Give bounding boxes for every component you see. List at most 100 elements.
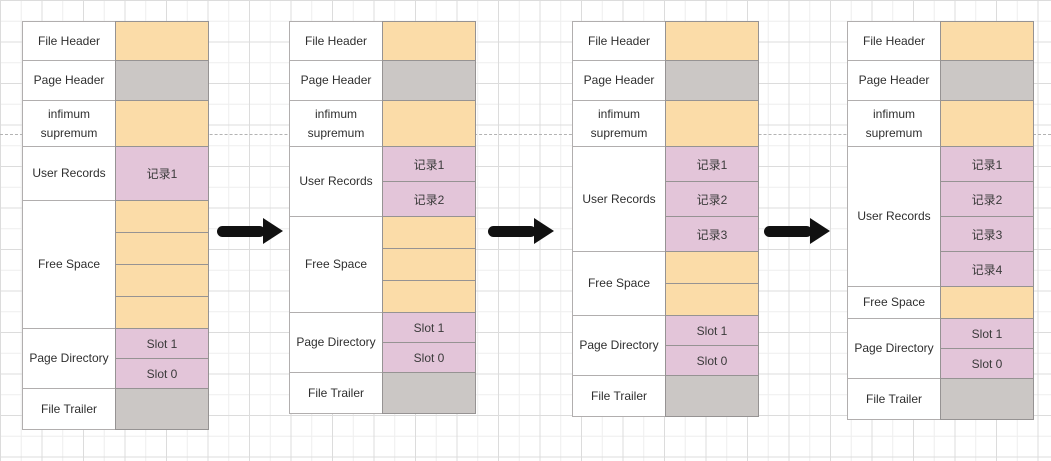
user-records-label: User Records (289, 146, 383, 217)
file-header-label: File Header (847, 21, 941, 61)
infimum-supremum-cells (115, 100, 209, 147)
page-break-dashed-line (0, 134, 1051, 135)
page-directory-cell: Slot 1 (382, 312, 476, 343)
section-file-trailer: File Trailer (22, 388, 209, 430)
infimum-supremum-cells (382, 100, 476, 147)
file-header-label: File Header (289, 21, 383, 61)
section-file-header: File Header (847, 21, 1034, 61)
section-free-space: Free Space (22, 200, 209, 329)
user-records-cell: 记录2 (665, 181, 759, 217)
section-infimum-supremum: infimum supremum (572, 100, 759, 147)
section-free-space: Free Space (289, 216, 476, 313)
page-header-cells (940, 60, 1034, 101)
free-space-cells (382, 216, 476, 313)
file-trailer-cell (115, 388, 209, 430)
infimum-supremum-label: infimum supremum (22, 100, 116, 147)
user-records-cell: 记录1 (665, 146, 759, 182)
free-space-cell (665, 251, 759, 284)
file-header-label: File Header (572, 21, 666, 61)
user-records-cell: 记录1 (382, 146, 476, 182)
user-records-label: User Records (847, 146, 941, 287)
free-space-cells (665, 251, 759, 316)
file-header-cells (940, 21, 1034, 61)
file-trailer-cells (665, 375, 759, 417)
page-header-cells (665, 60, 759, 101)
section-page-header: Page Header (22, 60, 209, 101)
free-space-label: Free Space (847, 286, 941, 319)
arrow-2-right-icon (488, 218, 554, 244)
page-header-cells (382, 60, 476, 101)
section-infimum-supremum: infimum supremum (847, 100, 1034, 147)
user-records-cell: 记录1 (940, 146, 1034, 182)
user-records-label: User Records (572, 146, 666, 252)
page-header-label: Page Header (572, 60, 666, 101)
page-directory-cell: Slot 0 (665, 345, 759, 376)
file-trailer-cells (382, 372, 476, 414)
page-directory-cell: Slot 1 (940, 318, 1034, 349)
file-header-cells (115, 21, 209, 61)
page-header-cell (665, 60, 759, 101)
arrow-shaft (764, 226, 812, 237)
free-space-label: Free Space (572, 251, 666, 316)
page-directory-cell: Slot 0 (115, 358, 209, 389)
page-directory-label: Page Directory (289, 312, 383, 373)
free-space-cell (115, 296, 209, 329)
user-records-label: User Records (22, 146, 116, 201)
section-file-header: File Header (572, 21, 759, 61)
infimum-supremum-label: infimum supremum (289, 100, 383, 147)
page-header-label: Page Header (847, 60, 941, 101)
free-space-cell (940, 286, 1034, 319)
user-records-cell: 记录4 (940, 251, 1034, 287)
page-directory-label: Page Directory (22, 328, 116, 389)
section-infimum-supremum: infimum supremum (289, 100, 476, 147)
free-space-label: Free Space (22, 200, 116, 329)
user-records-cell: 记录2 (382, 181, 476, 217)
free-space-cells (115, 200, 209, 329)
file-trailer-cell (665, 375, 759, 417)
arrow-head (534, 218, 554, 244)
infimum-supremum-label: infimum supremum (847, 100, 941, 147)
file-header-cell (115, 21, 209, 61)
user-records-cell: 记录1 (115, 146, 209, 201)
infimum-supremum-cells (665, 100, 759, 147)
arrow-3-right-icon (764, 218, 830, 244)
file-trailer-label: File Trailer (847, 378, 941, 420)
free-space-label: Free Space (289, 216, 383, 313)
section-free-space: Free Space (572, 251, 759, 316)
arrow-head (263, 218, 283, 244)
infimum-supremum-cell (665, 100, 759, 147)
infimum-supremum-cells (940, 100, 1034, 147)
page-header-label: Page Header (289, 60, 383, 101)
free-space-cell (115, 200, 209, 233)
free-space-cell (382, 280, 476, 313)
page-directory-cell: Slot 1 (665, 315, 759, 346)
arrow-1-right-icon (217, 218, 283, 244)
infimum-supremum-cell (940, 100, 1034, 147)
section-page-header: Page Header (847, 60, 1034, 101)
user-records-cell: 记录3 (665, 216, 759, 252)
section-free-space: Free Space (847, 286, 1034, 319)
section-page-header: Page Header (572, 60, 759, 101)
file-header-cell (382, 21, 476, 61)
page-header-label: Page Header (22, 60, 116, 101)
free-space-cell (115, 264, 209, 297)
infimum-supremum-cell (382, 100, 476, 147)
page-header-cells (115, 60, 209, 101)
page-directory-cell: Slot 0 (382, 342, 476, 373)
